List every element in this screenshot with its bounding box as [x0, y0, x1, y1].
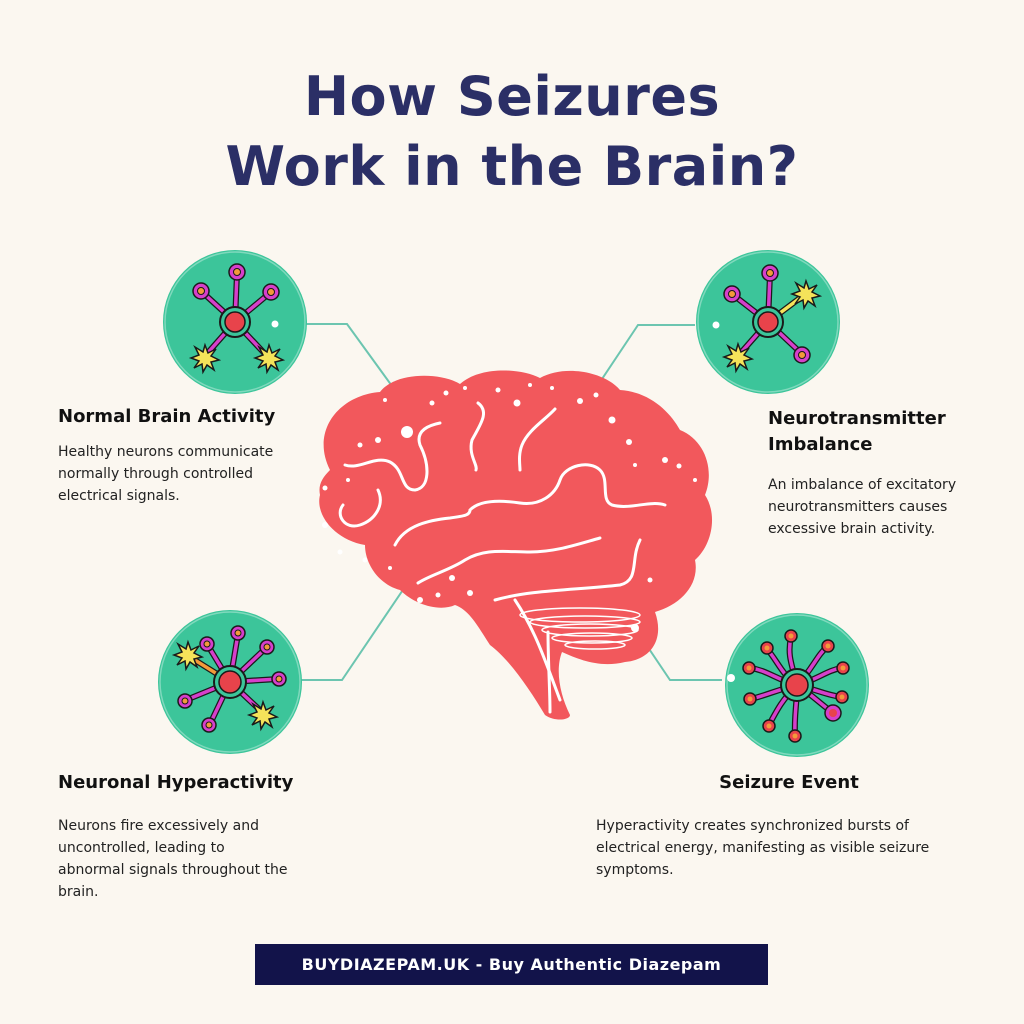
- connector-hyperactivity: [298, 574, 414, 681]
- title-line-1: How Seizures: [303, 65, 721, 128]
- neuron-seizure-icon: [725, 613, 869, 757]
- stage-heading: Normal Brain Activity: [58, 406, 276, 427]
- stage-description: Neurons fire excessively and uncontrolle…: [58, 818, 288, 900]
- neuron-hyperactive-icon: [158, 610, 302, 754]
- stage-description: Hyperactivity creates synchronized burst…: [596, 818, 930, 878]
- page-title: How Seizures Work in the Brain?: [0, 62, 1024, 202]
- stage-heading: Neurotransmitter Imbalance: [768, 408, 946, 455]
- neuron-imbalance-icon: [696, 250, 840, 394]
- neuron-calm-icon: [163, 250, 307, 394]
- title-line-2: Work in the Brain?: [225, 135, 799, 198]
- stage-hyperactivity: Neuronal Hyperactivity Neurons fire exce…: [58, 771, 338, 903]
- stage-description: Healthy neurons communicate normally thr…: [58, 444, 274, 504]
- stage-seizure: Seizure Event Hyperactivity creates sync…: [596, 771, 976, 881]
- stage-heading: Seizure Event: [719, 772, 859, 793]
- stage-heading: Neuronal Hyperactivity: [58, 772, 294, 793]
- brain-illustration: [319, 370, 713, 720]
- stage-normal: Normal Brain Activity Healthy neurons co…: [58, 405, 318, 507]
- stage-imbalance: Neurotransmitter Imbalance An imbalance …: [768, 406, 998, 540]
- footer-banner: BUYDIAZEPAM.UK - Buy Authentic Diazepam: [255, 944, 768, 985]
- stage-description: An imbalance of excitatory neurotransmit…: [768, 477, 957, 537]
